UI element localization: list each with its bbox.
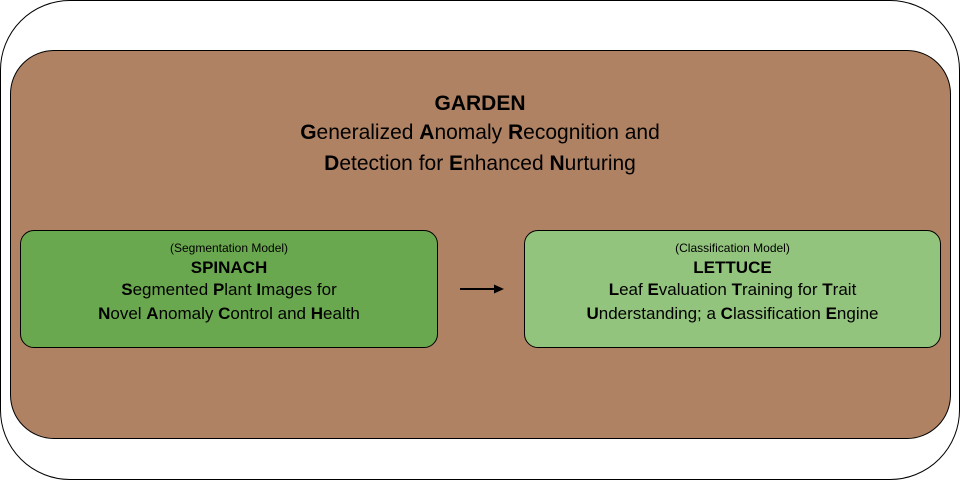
acronym-letter: U — [586, 304, 599, 323]
spinach-model-name: SPINACH — [190, 258, 268, 277]
spinach-expansion-line-1: Segmented Plant Images for — [121, 280, 337, 299]
garden-expansion-line-1: Generalized Anomaly Recognition and — [300, 121, 660, 144]
acronym-letter: P — [212, 280, 225, 299]
acronym-letter: N — [549, 152, 565, 175]
acronym-letter: T — [822, 280, 833, 299]
acronym-letter: E — [825, 304, 837, 323]
lettuce-model-box: (Classification Model) LETTUCE Leaf Eval… — [524, 230, 941, 348]
garden-expansion-line-2: Detection for Enhanced Nurturing — [324, 152, 636, 175]
acronym-letter: E — [647, 280, 659, 299]
acronym-letter: T — [731, 280, 742, 299]
acronym-letter: D — [324, 152, 340, 175]
lettuce-model-name: LETTUCE — [693, 258, 772, 277]
arrow-right-icon — [460, 284, 504, 294]
lettuce-expansion-line-1: Leaf Evaluation Training for Trait — [608, 280, 857, 299]
acronym-letter: H — [310, 304, 324, 323]
acronym-letter: N — [98, 304, 111, 323]
acronym-letter: L — [608, 280, 620, 299]
acronym-letter: G — [300, 121, 317, 144]
spinach-expansion-line-2: Novel Anomaly Control and Health — [98, 304, 360, 323]
lettuce-expansion-line-2: Understanding; a Classification Engine — [586, 304, 879, 323]
lettuce-model-type: (Classification Model) — [675, 241, 790, 255]
acronym-letter: A — [419, 121, 435, 144]
garden-title: GARDEN — [434, 92, 526, 115]
acronym-letter: C — [218, 304, 231, 323]
acronym-letter: C — [720, 304, 733, 323]
spinach-model-type: (Segmentation Model) — [169, 241, 289, 255]
acronym-letter: I — [256, 280, 262, 299]
acronym-letter: E — [449, 152, 464, 175]
acronym-letter: S — [121, 280, 133, 299]
acronym-letter: A — [146, 304, 159, 323]
acronym-letter: R — [507, 121, 524, 144]
spinach-model-box: (Segmentation Model) SPINACH Segmented P… — [20, 230, 438, 348]
